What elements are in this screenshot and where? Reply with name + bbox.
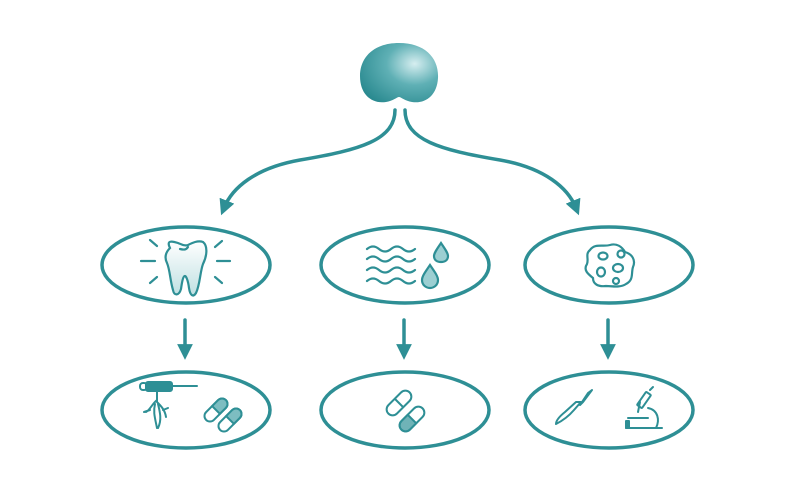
tooth-pain-icon: [139, 238, 232, 297]
cell-icon: [584, 243, 636, 288]
node-root-canal-medication: [100, 370, 272, 450]
node-tooth: [100, 225, 272, 305]
node-medication: [319, 370, 491, 450]
node-fluid: [319, 225, 491, 305]
arrow-to-right-node: [403, 108, 581, 216]
root-canal-tool-icon: [139, 381, 198, 429]
source-blob-icon: [360, 43, 439, 103]
capsules-icon: [203, 397, 243, 433]
capsules-icon: [385, 389, 426, 433]
node-cell: [523, 225, 695, 305]
waves-droplets-icon: [365, 241, 450, 290]
node-surgery-biopsy: [523, 370, 695, 450]
microscope-icon: [625, 386, 663, 429]
arrow-to-left-node: [219, 108, 397, 216]
scalpel-icon: [555, 389, 593, 425]
